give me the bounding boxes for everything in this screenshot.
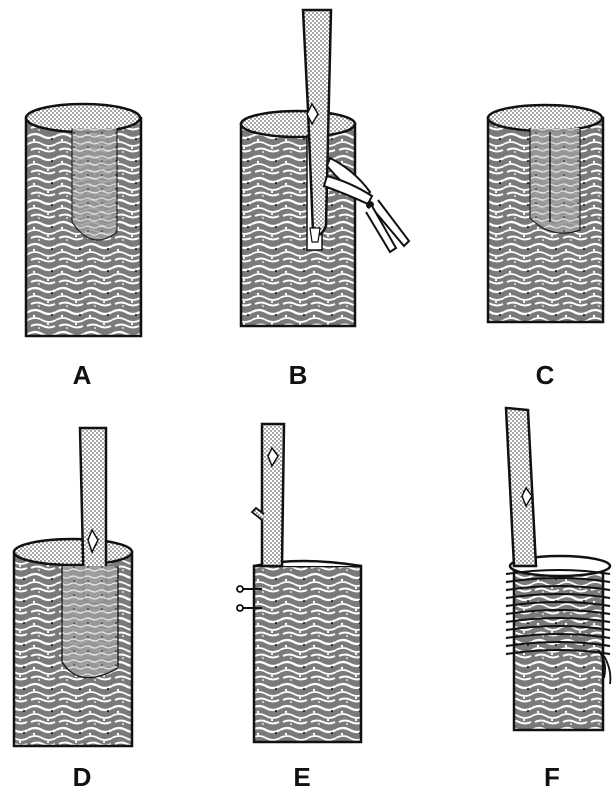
panel-c: C	[488, 105, 603, 390]
panel-label: A	[73, 360, 92, 390]
panel-label: F	[544, 762, 560, 792]
stock-cut-top	[241, 111, 355, 137]
panel-e: E	[237, 424, 361, 792]
stock-cut-top	[26, 104, 140, 132]
panel-b: B	[241, 10, 409, 390]
panel-label: C	[536, 360, 555, 390]
panel-d: D	[14, 428, 132, 792]
stock-cut-top	[488, 105, 602, 131]
stock-trunk	[241, 124, 355, 326]
scion-stick	[506, 408, 536, 566]
panel-label: D	[73, 762, 92, 792]
panel-f: F	[506, 408, 610, 792]
bark-flap-over-scion	[62, 566, 118, 678]
panel-label: E	[293, 762, 310, 792]
panel-a: A	[26, 104, 141, 390]
panel-label: B	[289, 360, 308, 390]
stock-trunk	[254, 566, 361, 742]
bark-flap-lifted	[530, 128, 580, 233]
scion-stick	[262, 424, 284, 566]
bark-slit-outline	[72, 128, 117, 240]
wedge-tip	[310, 228, 320, 242]
stock-cut-top	[14, 539, 132, 565]
stock-trunk	[514, 566, 603, 730]
